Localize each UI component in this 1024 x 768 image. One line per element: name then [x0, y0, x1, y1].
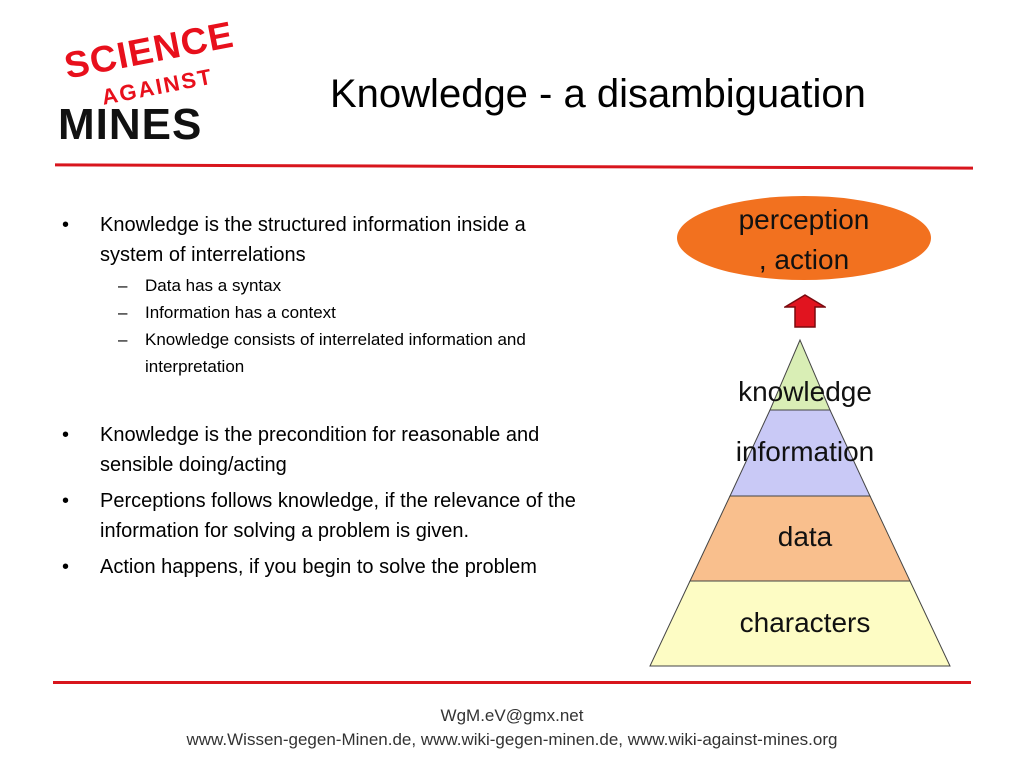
perception-action-label: perception , action [677, 200, 931, 280]
perception-action-ellipse [677, 196, 931, 280]
footer-websites: www.Wissen-gegen-Minen.de, www.wiki-gege… [186, 730, 838, 749]
bottom-divider [53, 681, 971, 684]
page-title: Knowledge - a disambiguation [330, 72, 866, 116]
layer-label-knowledge: knowledge [738, 376, 872, 407]
sub-bullet-dash: – [118, 330, 128, 349]
top-divider [54, 163, 974, 170]
knowledge-pyramid-diagram: perception , action knowledge informatio… [640, 190, 970, 680]
bullet-text: Knowledge is the precondition for reason… [100, 424, 540, 476]
footer-email: WgM.eV@gmx.net [440, 706, 584, 725]
sub-bullet-item: –Data has a syntax [100, 272, 580, 299]
perception-label-line2: , action [758, 244, 850, 275]
bullet-text: Action happens, if you begin to solve th… [100, 556, 537, 578]
layer-label-information: information [735, 436, 875, 467]
perception-label-line1: perception [738, 204, 870, 235]
sub-bullet-dash: – [118, 276, 128, 295]
bullet-item: • Perceptions follows knowledge, if the … [60, 486, 580, 546]
sub-bullet-text: Data has a syntax [145, 276, 282, 295]
bullet-item: • Knowledge is the structured informatio… [60, 210, 580, 380]
sub-bullet-item: –Knowledge consists of interrelated info… [100, 326, 580, 380]
bullet-dot: • [62, 214, 70, 236]
sub-bullet-dash: – [118, 303, 128, 322]
layer-label-data: data [777, 521, 833, 552]
pyramid-layer-characters [649, 580, 951, 667]
bullet-dot: • [62, 424, 70, 446]
pyramid [649, 338, 951, 667]
sub-bullet-item: –Information has a context [100, 299, 580, 326]
bullet-dot: • [62, 556, 70, 578]
bullet-text: Perceptions follows knowledge, if the re… [100, 490, 576, 542]
science-against-mines-logo: SCIENCE AGAINST MINES [55, 14, 255, 149]
bullet-list: • Knowledge is the structured informatio… [60, 210, 580, 582]
sub-bullet-text: Knowledge consists of interrelated infor… [145, 330, 526, 376]
bullet-item: • Knowledge is the precondition for reas… [60, 420, 580, 480]
sub-bullet-text: Information has a context [145, 303, 336, 322]
logo-word-mines: MINES [58, 100, 203, 149]
layer-label-characters: characters [739, 607, 871, 638]
sub-bullet-list: –Data has a syntax –Information has a co… [100, 272, 580, 380]
up-arrow-icon [784, 294, 826, 328]
bullet-item: • Action happens, if you begin to solve … [60, 552, 580, 582]
bullet-dot: • [62, 490, 70, 512]
bullet-text: Knowledge is the structured information … [100, 214, 526, 266]
